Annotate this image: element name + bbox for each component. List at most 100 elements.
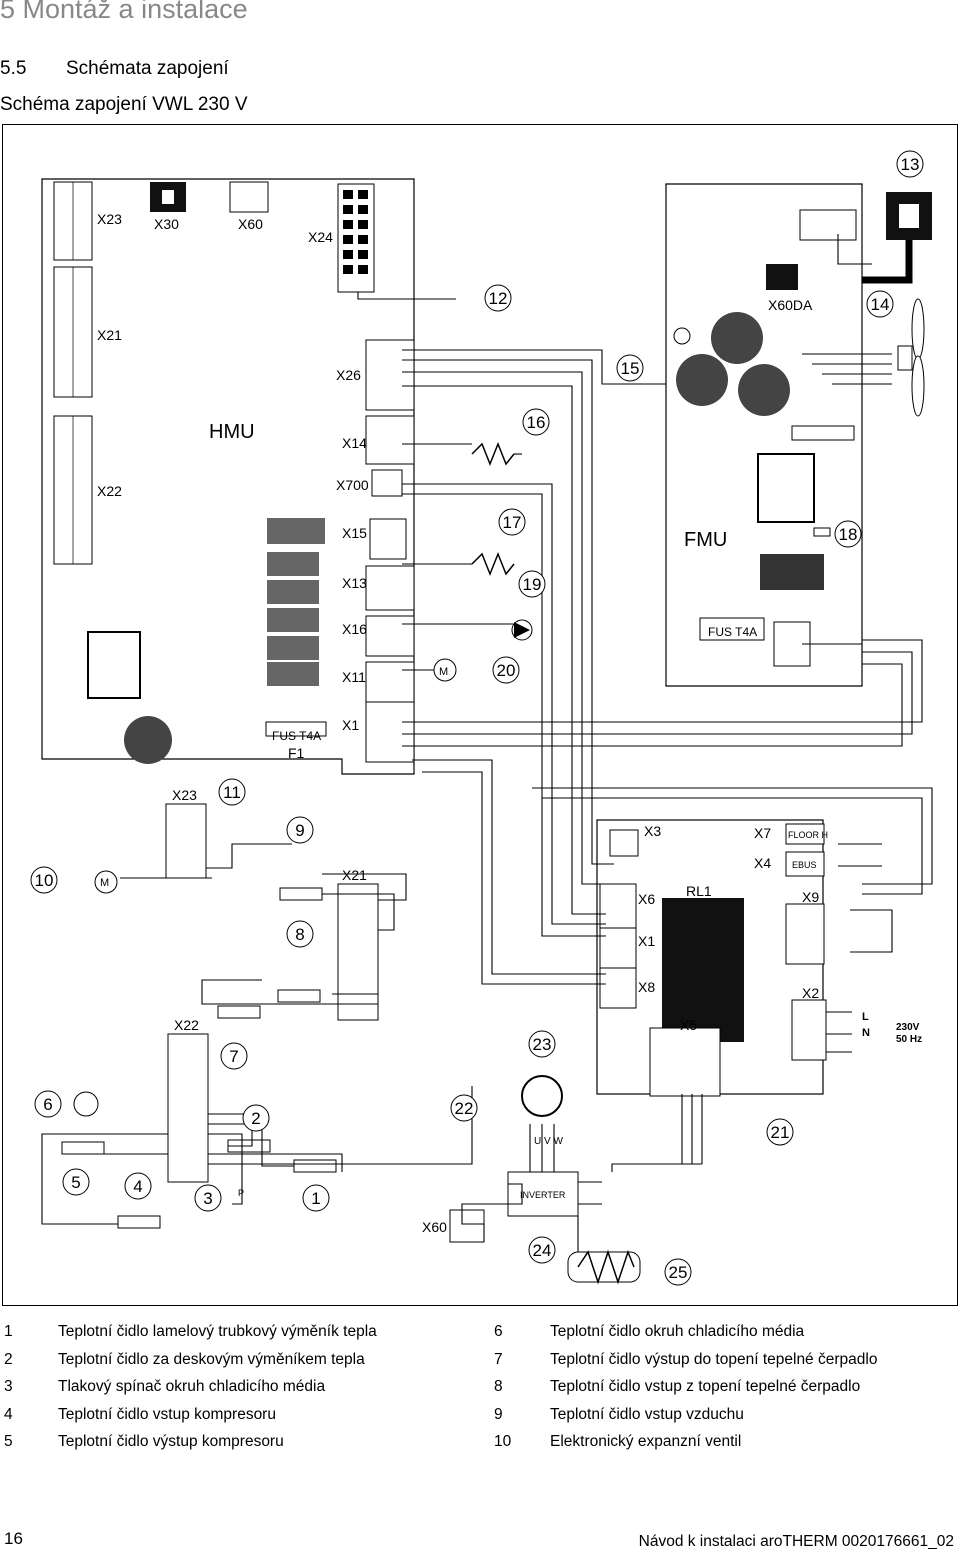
svg-text:11: 11	[223, 783, 241, 802]
label-l: L	[862, 1011, 869, 1023]
label-rl1: RL1	[686, 883, 712, 899]
svg-text:3: 3	[203, 1189, 212, 1208]
callout-14: 14	[866, 290, 894, 318]
label-x5: X5	[680, 1017, 697, 1033]
label-supply-frequency: 50 Hz	[896, 1034, 922, 1045]
label-x21: X21	[97, 327, 122, 343]
section-number: 5.5	[0, 58, 27, 79]
svg-text:12: 12	[489, 289, 508, 308]
section-title: Schémata zapojení	[66, 58, 229, 79]
label-n: N	[862, 1027, 870, 1039]
callout-15: 15	[616, 354, 644, 382]
label-x60da: X60DA	[768, 297, 813, 313]
callout-6: 6	[34, 1090, 62, 1118]
label-x21-low: X21	[342, 867, 367, 883]
callout-25: 25	[664, 1258, 692, 1286]
svg-text:22: 22	[455, 1099, 474, 1118]
callout-13: 13	[896, 150, 924, 178]
label-x11: X11	[342, 669, 366, 685]
hmu-board	[41, 178, 415, 775]
label-fmu: FMU	[684, 529, 727, 551]
label-x23-low: X23	[172, 787, 197, 803]
label-x60-low: X60	[422, 1219, 447, 1235]
label-motor-valve: M	[100, 877, 109, 889]
label-x22: X22	[97, 483, 122, 499]
label-x60: X60	[238, 216, 263, 232]
label-x7: X7	[754, 825, 771, 841]
svg-text:21: 21	[771, 1123, 790, 1142]
callout-23: 23	[528, 1030, 556, 1058]
label-floor-h: FLOOR H	[788, 830, 828, 840]
callout-19: 19	[518, 570, 546, 598]
callout-16: 16	[522, 408, 550, 436]
callout-8: 8	[286, 920, 314, 948]
svg-text:9: 9	[295, 821, 304, 840]
document-reference: Návod k instalaci aroTHERM 0020176661_02	[638, 1533, 954, 1550]
callout-11: 11	[218, 778, 246, 806]
label-ebus: EBUS	[792, 860, 817, 870]
label-x15: X15	[342, 525, 367, 541]
label-x13: X13	[342, 575, 367, 591]
svg-text:17: 17	[503, 513, 522, 532]
svg-text:8: 8	[295, 925, 304, 944]
callout-12: 12	[484, 284, 512, 312]
label-x1-low: X1	[638, 933, 655, 949]
wiring-diagram: X23 X30 X60 X24 X21 X22 HMU X26 X14 X700…	[2, 124, 958, 1306]
callout-3: 3	[194, 1184, 222, 1212]
callout-7: 7	[220, 1042, 248, 1070]
svg-text:5: 5	[71, 1173, 80, 1192]
svg-text:10: 10	[35, 871, 54, 890]
label-x23: X23	[97, 211, 122, 227]
callout-18: 18	[834, 520, 862, 548]
svg-text:18: 18	[839, 525, 858, 544]
label-x4: X4	[754, 855, 771, 871]
label-x3: X3	[644, 823, 661, 839]
page-number: 16	[4, 1529, 23, 1548]
label-x8: X8	[638, 979, 655, 995]
svg-text:23: 23	[533, 1035, 552, 1054]
svg-text:19: 19	[523, 575, 542, 594]
callout-2: 2	[242, 1104, 270, 1132]
label-x6: X6	[638, 891, 655, 907]
svg-text:25: 25	[669, 1263, 688, 1282]
callout-20: 20	[492, 656, 520, 684]
label-inverter: INVERTER	[520, 1190, 566, 1200]
label-x2: X2	[802, 985, 819, 1001]
svg-text:1: 1	[311, 1189, 320, 1208]
label-fmu-fus: FUS T4A	[708, 625, 757, 639]
callout-9: 9	[286, 816, 314, 844]
label-x9: X9	[802, 889, 819, 905]
main-board	[596, 819, 827, 1097]
svg-text:24: 24	[533, 1241, 552, 1260]
svg-text:14: 14	[871, 295, 890, 314]
label-f1: F1	[288, 745, 305, 761]
callout-17: 17	[498, 508, 526, 536]
callout-22: 22	[450, 1094, 478, 1122]
svg-text:13: 13	[901, 155, 920, 174]
diagram-subtitle: Schéma zapojení VWL 230 V	[0, 94, 248, 115]
callout-4: 4	[124, 1172, 152, 1200]
section-heading: 5.5 Schémata zapojení	[0, 58, 229, 80]
label-x26: X26	[336, 367, 361, 383]
label-x24: X24	[308, 229, 333, 245]
svg-text:7: 7	[229, 1047, 238, 1066]
chapter-title: 5 Montáž a instalace	[0, 0, 248, 24]
label-motor: M	[439, 666, 448, 678]
fan-icon	[897, 298, 925, 417]
callout-24: 24	[528, 1236, 556, 1264]
label-x700: X700	[336, 477, 369, 493]
label-supply-voltage: 230V	[896, 1022, 920, 1033]
label-x1: X1	[342, 717, 359, 733]
label-x22-low: X22	[174, 1017, 199, 1033]
